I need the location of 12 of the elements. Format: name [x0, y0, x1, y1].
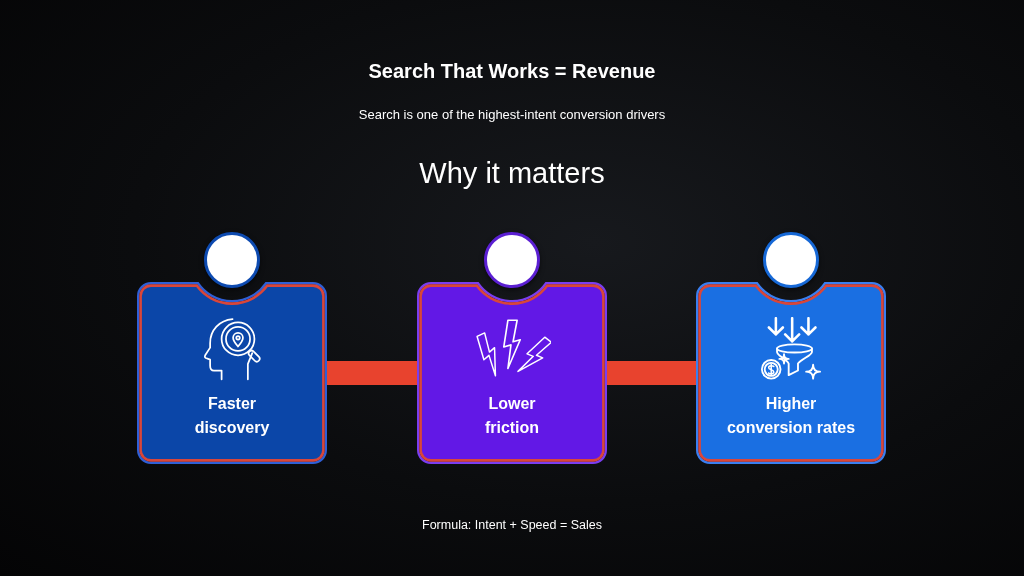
- card-label: Higher conversion rates: [725, 394, 857, 438]
- text-line: Search is one of the highest-intent conversion drivers: [358, 106, 666, 124]
- slide-title: Search That Works = Revenue: [368, 59, 656, 84]
- process-card: [696, 282, 886, 464]
- process-card: [417, 282, 607, 464]
- connector-bar: [607, 361, 696, 385]
- connector-bar: [327, 361, 417, 385]
- card-label: Lower friction: [483, 394, 541, 438]
- section-heading: Why it matters: [419, 156, 605, 191]
- card-label: Faster discovery: [193, 394, 271, 438]
- text-line: Formula: Intent + Speed = Sales: [422, 517, 602, 534]
- process-card: [137, 282, 327, 464]
